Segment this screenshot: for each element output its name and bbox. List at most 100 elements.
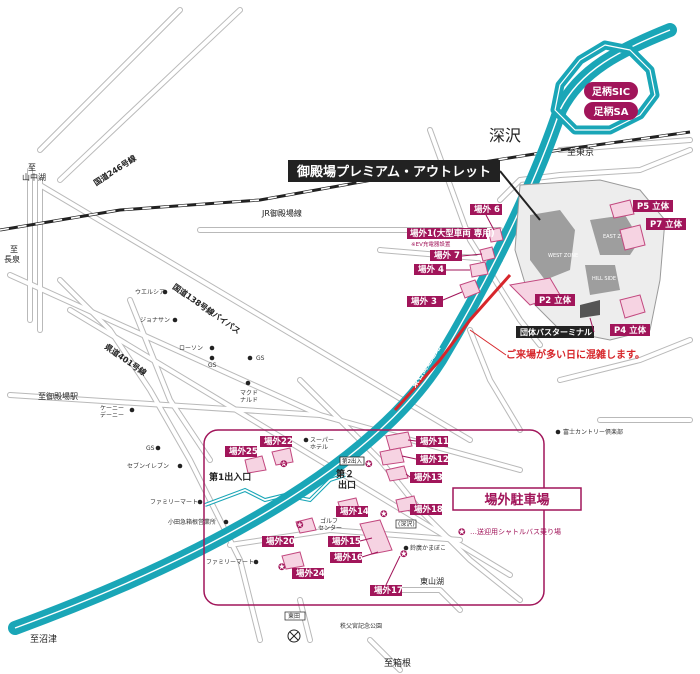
higashida-label: 東田 [288, 612, 300, 620]
super-hotel-label: ホテル [310, 444, 328, 451]
legend-note: …送迎用シャトルバス乗り場 [470, 527, 561, 536]
svg-text:P7 立体: P7 立体 [650, 219, 683, 230]
bus-terminal-shape [580, 300, 600, 318]
familymart1-label: ファミリーマート [150, 499, 198, 506]
first-entrance-label: 第1出入口 [209, 471, 251, 483]
lot13-shape [385, 465, 409, 482]
lot24-label: 場外24 [292, 568, 325, 579]
svg-text:場外14: 場外14 [340, 506, 369, 517]
p4-label: P4 立体 [610, 324, 650, 336]
denny-label: デーニー [100, 411, 124, 419]
dest-numazu: 至沼津 [30, 634, 57, 645]
second-exit-label: 出口 [338, 479, 356, 491]
west-zone-label: WEST ZONE [548, 253, 578, 259]
odakyu-label: 小田急箱根営業所 [168, 518, 216, 526]
gs-label-3: GS [146, 445, 155, 452]
legend: 場外駐車場 ✪ …送迎用シャトルバス乗り場 [452, 487, 582, 538]
svg-text:✪: ✪ [400, 550, 408, 560]
lawson-label: ローソン [179, 345, 203, 352]
lot7-shape [479, 246, 496, 262]
lot22-shape [271, 447, 294, 466]
lot3-label: 場外 3 [407, 296, 443, 307]
jr-line-label: JR御殿場線 [261, 208, 302, 218]
p7-label: P7 立体 [646, 218, 686, 230]
p5-label: P5 立体 [633, 200, 673, 212]
lot13-label: 場外13 [410, 472, 443, 483]
lot15-label: 場外15 [328, 536, 361, 547]
welcia-label: ウエルシア [135, 288, 165, 296]
svg-text:場外15: 場外15 [332, 536, 361, 547]
intersection-label: (深沢) [398, 520, 415, 528]
familymart2-label: ファミリーマート [206, 559, 254, 566]
lot12-shape [379, 447, 405, 466]
svg-text:場外24: 場外24 [296, 568, 325, 579]
ev-note: ※EV充電器設置 [411, 240, 451, 248]
svg-text:場外12: 場外12 [420, 454, 449, 465]
lot17-label: 場外17 [370, 585, 403, 596]
gs-label-1: GS [208, 362, 217, 369]
second-entrance-small: 第2出入 [342, 457, 362, 465]
svg-text:場外 6: 場外 6 [474, 204, 500, 215]
svg-text:スーパー: スーパー [310, 437, 334, 444]
legend-star-icon: ✪ [458, 528, 466, 538]
lot24-shape [281, 551, 305, 570]
congestion-segment [393, 274, 512, 412]
higashiyama-lake-label: 東山湖 [420, 576, 444, 586]
dest-tokyo: 至東京 [567, 146, 594, 158]
dest-nagaizumi: 至 [10, 245, 18, 254]
p2-label: P2 立体 [535, 294, 575, 306]
lot3-shape [459, 279, 481, 299]
lot4-shape [469, 261, 489, 278]
lot16-label: 場外16 [330, 552, 363, 563]
svg-text:場外 3: 場外 3 [411, 296, 437, 307]
svg-text:場外13: 場外13 [414, 472, 443, 483]
lot20-label: 場外20 [262, 536, 295, 547]
dest-gotemba-station: 至御殿場駅 [38, 391, 78, 401]
lot6-label: 場外 6 [470, 204, 502, 215]
svg-text:場外16: 場外16 [334, 552, 363, 563]
lot7-label: 場外 7 [430, 250, 462, 261]
golf-label: センター [318, 524, 342, 532]
p4-lot-shape [619, 294, 646, 319]
legend-title: 場外駐車場 [484, 492, 549, 508]
fukasawa-label: 深沢 [489, 126, 521, 145]
jr-gotemba-line [0, 130, 691, 232]
lot22-label: 場外22 [260, 436, 293, 447]
route138-label: 国道138号線バイパス [171, 281, 243, 335]
hill-side-label: HILL SIDE [592, 276, 616, 282]
svg-text:場外1(大型車両 専用): 場外1(大型車両 専用) [410, 228, 495, 239]
route246-label: 国道246号線 [92, 153, 138, 188]
svg-text:P5 立体: P5 立体 [637, 201, 670, 212]
lot6-shape [487, 227, 504, 243]
chichibunomiya-label: 秩父宮記念公園 [340, 622, 382, 630]
sa-label: 足柄SA [594, 105, 629, 118]
lot12-label: 場外12 [416, 454, 449, 465]
tomei-expressway [8, 23, 677, 635]
svg-text:✪: ✪ [380, 510, 388, 520]
ashigara-sic-badge: 足柄SIC [584, 82, 638, 100]
lot25-shape [244, 455, 267, 474]
outlet-title: 御殿場プレミアム・アウトレット [296, 164, 491, 180]
svg-text:ケーニー: ケーニー [100, 405, 124, 412]
mcdonalds-label: ナルド [240, 397, 258, 404]
svg-text:場外25: 場外25 [229, 446, 258, 457]
second-entrance-label: 第２ [336, 468, 354, 480]
ashigara-sa-badge: 足柄SA [584, 102, 638, 120]
seven-label: セブンイレブン [127, 462, 169, 470]
bus-terminal-label: 団体バスターミナル [516, 326, 594, 338]
svg-text:ゴルフ: ゴルフ [320, 517, 338, 525]
lot11-shape [385, 431, 413, 451]
dest-yamanakako: 至 [28, 163, 36, 172]
dest-hakone: 至箱根 [384, 657, 411, 669]
shuttle-bus-stop-star-icon: ✪ ✪ ✪ ✪ ✪ ✪ [278, 460, 408, 573]
svg-text:✪: ✪ [280, 460, 288, 470]
svg-text:P2 立体: P2 立体 [539, 295, 572, 306]
fuji-country-label: 富士カントリー倶楽部 [563, 428, 623, 436]
sic-label: 足柄SIC [592, 85, 630, 98]
lot14-label: 場外14 [336, 506, 369, 517]
svg-text:場外11: 場外11 [420, 436, 449, 447]
svg-text:場外 4: 場外 4 [418, 264, 444, 275]
svg-text:場外18: 場外18 [414, 504, 443, 515]
